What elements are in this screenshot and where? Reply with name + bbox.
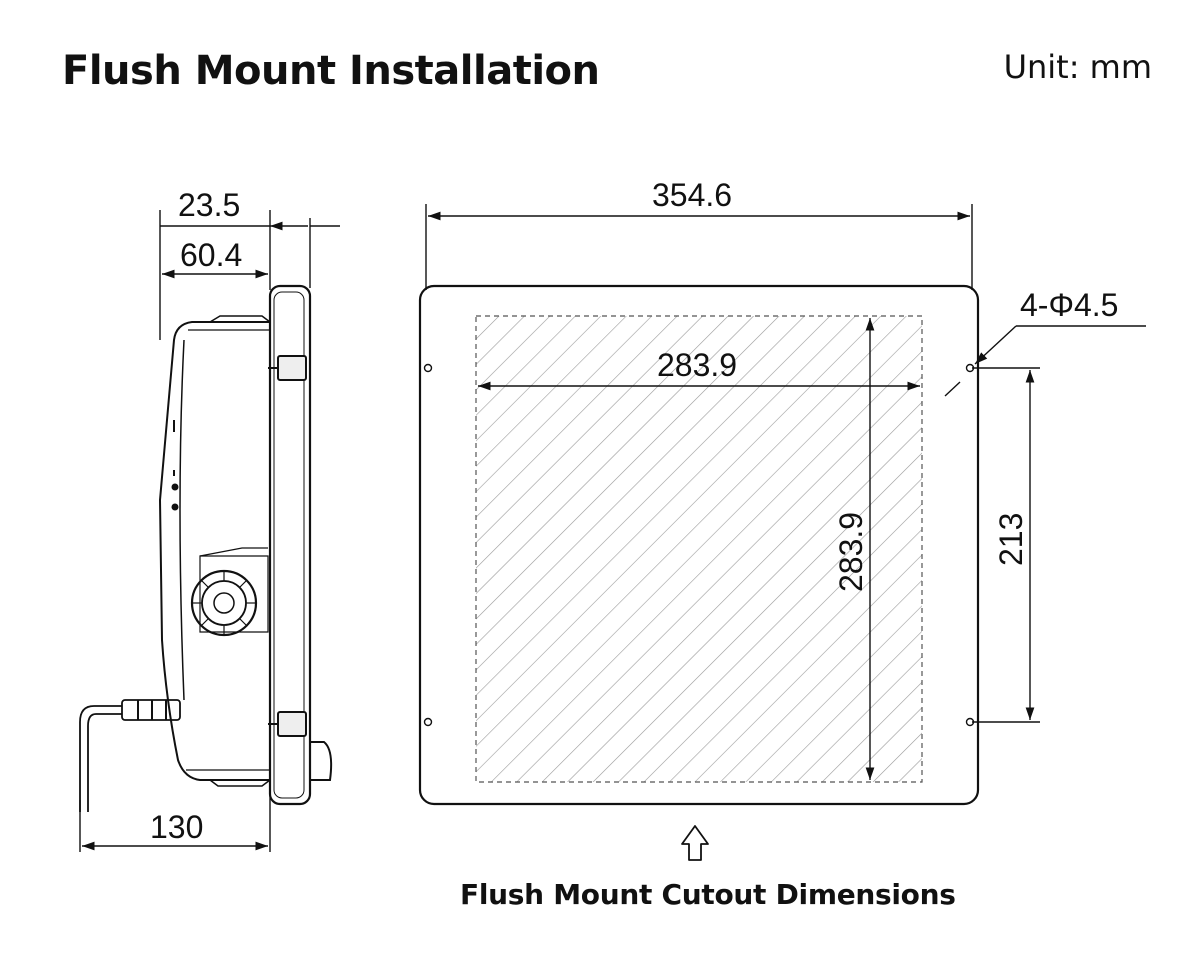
dim-label-holes: 4-Φ4.5	[1020, 287, 1118, 323]
unit-label: Unit: mm	[1003, 48, 1152, 86]
mount-bracket	[199, 555, 269, 633]
dim-label-130: 130	[150, 809, 203, 845]
dim-label-213: 213	[993, 513, 1029, 566]
front-bezel	[268, 284, 312, 806]
dim-label-283-9-v: 283.9	[833, 512, 869, 592]
up-arrow-icon	[681, 825, 709, 861]
cutout-view	[418, 284, 980, 806]
page-title: Flush Mount Installation	[62, 48, 600, 94]
cutout-area	[475, 315, 923, 783]
dim-label-23-5: 23.5	[178, 187, 240, 223]
housing-body	[158, 321, 270, 781]
mount-clip-top	[277, 355, 307, 381]
cutout-caption: Flush Mount Cutout Dimensions	[460, 878, 956, 911]
cable	[79, 705, 122, 812]
mount-hole	[423, 717, 433, 727]
panel-outline	[418, 284, 980, 806]
mount-clip-bottom	[277, 711, 307, 737]
dim-label-354-6: 354.6	[652, 177, 732, 213]
dim-label-60-4: 60.4	[180, 237, 242, 273]
mount-hole	[423, 363, 433, 373]
thumb-knob	[310, 741, 333, 781]
dim-label-283-9-h: 283.9	[657, 347, 737, 383]
side-view	[79, 284, 333, 812]
